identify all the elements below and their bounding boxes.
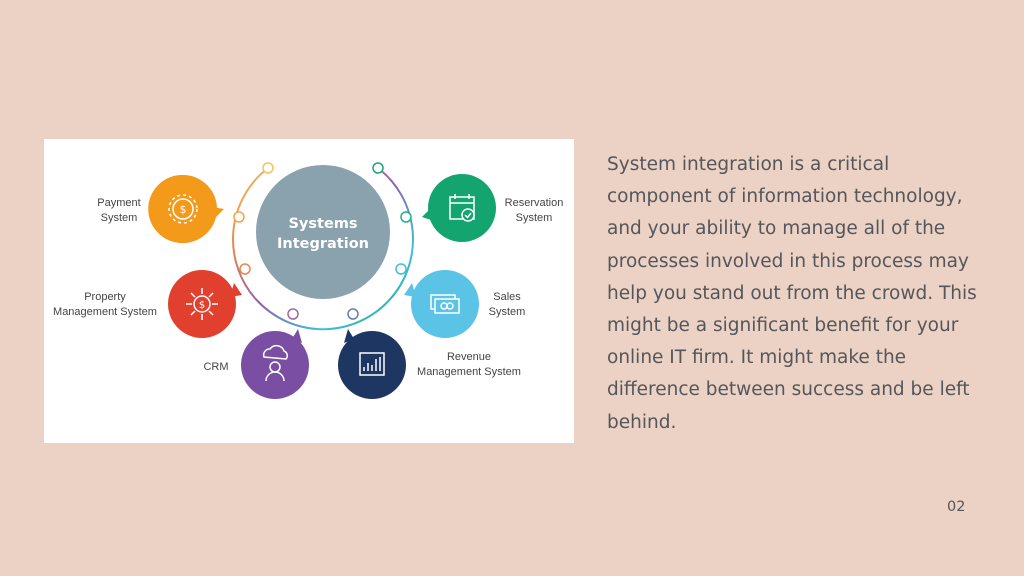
node-reservation-label-line1: Reservation bbox=[505, 197, 564, 209]
connector-arc bbox=[232, 167, 414, 331]
node-payment-label-line1: Payment bbox=[97, 197, 140, 209]
node-reservation-label-line2: System bbox=[516, 212, 553, 224]
node-sales-label-line1: Sales bbox=[493, 291, 521, 303]
connector-dot bbox=[400, 211, 412, 223]
node-revenue-label-line1: Revenue bbox=[447, 351, 491, 363]
node-crm: CRM bbox=[203, 329, 309, 399]
node-sales-system: Sales System bbox=[404, 270, 525, 338]
connector-dot bbox=[233, 211, 245, 223]
node-reservation-system: Reservation System bbox=[422, 174, 563, 242]
calendar-check-icon bbox=[449, 194, 475, 222]
page-number: 02 bbox=[947, 499, 966, 515]
node-property-label-line2: Management System bbox=[53, 306, 157, 318]
connector-dot bbox=[287, 308, 299, 320]
hub-label-line2: Integration bbox=[277, 236, 369, 252]
hub-node: Systems Integration bbox=[256, 165, 390, 299]
hub-label-line1: Systems bbox=[288, 216, 357, 232]
node-crm-label: CRM bbox=[203, 361, 228, 373]
connector-dots bbox=[233, 162, 412, 320]
connector-dot bbox=[262, 162, 274, 174]
node-sales-label-line2: System bbox=[489, 306, 526, 318]
dollar-network-icon: $ bbox=[186, 288, 218, 320]
node-property-management: $ Property Management System bbox=[53, 270, 242, 338]
svg-text:$: $ bbox=[199, 300, 205, 311]
connector-dot bbox=[395, 263, 407, 275]
connector-dot bbox=[372, 162, 384, 174]
gear-dollar-icon: $ bbox=[168, 194, 198, 224]
connector-dot bbox=[347, 308, 359, 320]
node-payment-system: $ Payment System bbox=[97, 174, 224, 243]
svg-text:$: $ bbox=[180, 203, 187, 216]
systems-integration-diagram: Systems Integration $ Payment System bbox=[44, 139, 574, 443]
node-revenue-label-line2: Management System bbox=[417, 366, 521, 378]
node-property-label-line1: Property bbox=[84, 291, 126, 303]
connector-dot bbox=[239, 263, 251, 275]
diagram-canvas: Systems Integration $ Payment System bbox=[53, 162, 563, 399]
user-cloud-icon bbox=[262, 345, 288, 382]
node-payment-label-line2: System bbox=[101, 212, 138, 224]
node-revenue-management: Revenue Management System bbox=[338, 329, 521, 399]
bar-chart-icon bbox=[359, 352, 385, 376]
money-card-icon bbox=[430, 294, 460, 314]
body-paragraph: System integration is a critical compone… bbox=[607, 154, 977, 433]
